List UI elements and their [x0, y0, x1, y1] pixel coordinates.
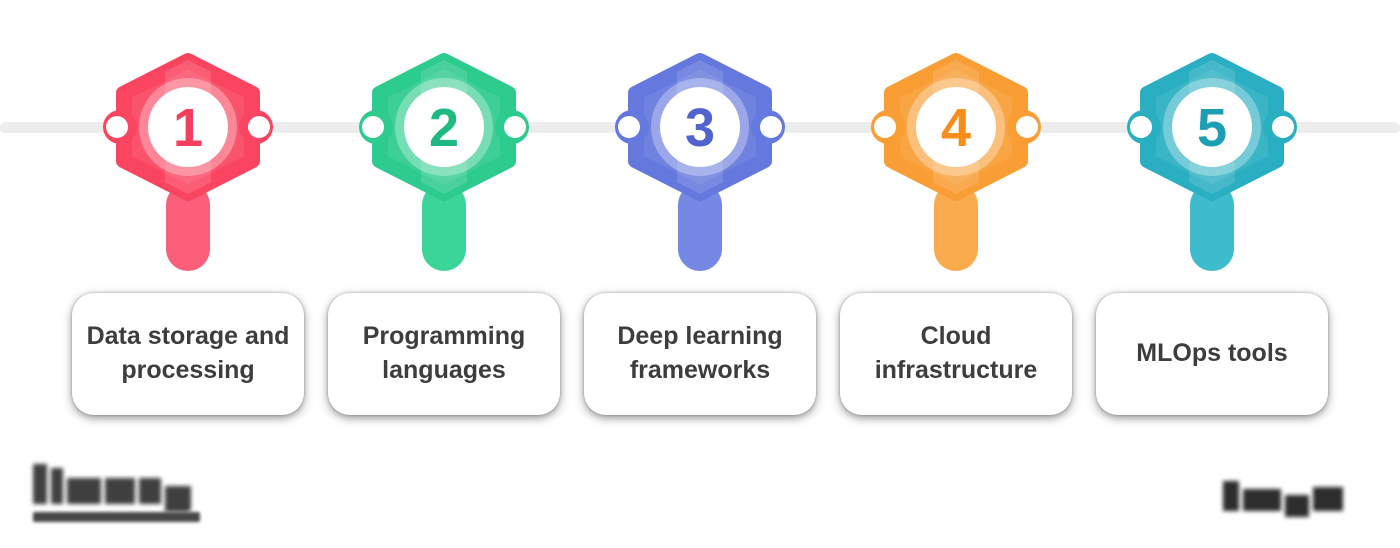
step-number: 1 — [173, 98, 203, 158]
hexagon-pin-icon: 3 — [615, 53, 785, 271]
hexagon-pin-icon: 5 — [1127, 53, 1297, 271]
card-cloud-infrastructure: Cloud infrastructure — [840, 293, 1072, 415]
step-number: 3 — [685, 98, 715, 158]
hexagon-pin-icon: 1 — [103, 53, 273, 271]
step-number: 4 — [941, 98, 971, 158]
step-number: 2 — [429, 98, 459, 158]
step-number: 5 — [1197, 98, 1227, 158]
card-mlops-tools: MLOps tools — [1096, 293, 1328, 415]
hexagon-pin-icon: 2 — [359, 53, 529, 271]
card-label: Programming languages — [362, 322, 526, 384]
timeline-marker-3: 3 — [572, 43, 828, 283]
right-logo — [1223, 481, 1347, 517]
timeline-marker-4: 4 — [828, 43, 1084, 283]
card-deep-learning-frameworks: Deep learning frameworks — [584, 293, 816, 415]
timeline-marker-2: 2 — [316, 43, 572, 283]
left-logo-wordmark-icon — [33, 464, 200, 512]
card-label: Cloud infrastructure — [874, 322, 1038, 384]
card-data-storage: Data storage and processing — [72, 293, 304, 415]
card-programming-languages: Programming languages — [328, 293, 560, 415]
card-label: Deep learning frameworks — [617, 322, 783, 384]
timeline-marker-5: 5 — [1084, 43, 1340, 283]
hexagon-pin-icon: 4 — [871, 53, 1041, 271]
right-logo-wordmark-icon — [1223, 481, 1347, 517]
timeline-markers-row: 1 2 — [60, 43, 1340, 283]
left-logo — [33, 464, 200, 522]
timeline-marker-1: 1 — [60, 43, 316, 283]
card-label: MLOps tools — [1136, 339, 1288, 368]
left-logo-tagline-icon — [33, 512, 200, 522]
label-cards-row: Data storage and processing Programming … — [60, 293, 1340, 418]
card-label: Data storage and processing — [86, 322, 290, 384]
